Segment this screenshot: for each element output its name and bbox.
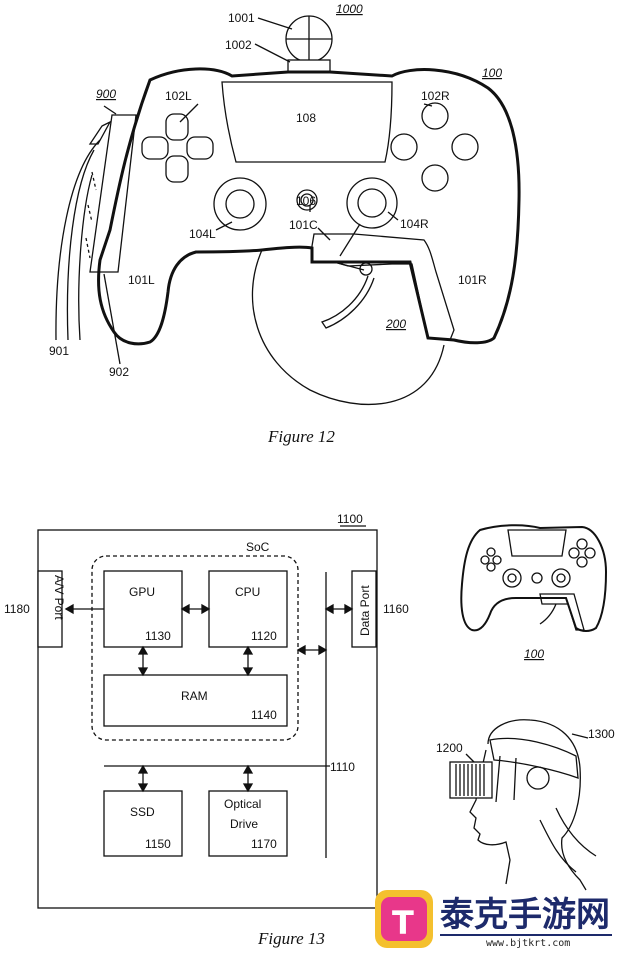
hmd-device-1200 xyxy=(449,761,493,799)
label-1002: 1002 xyxy=(225,38,252,52)
light-mount-1002 xyxy=(287,59,331,73)
av-port xyxy=(37,570,63,648)
connection-arrows xyxy=(64,603,354,793)
cpu-ref: 1120 xyxy=(251,629,277,643)
bus-ref: 1110 xyxy=(330,760,355,774)
label-108: 108 xyxy=(296,111,316,125)
label-101C: 101C xyxy=(289,218,318,232)
label-902: 902 xyxy=(109,365,129,379)
user-ref: 1300 xyxy=(588,727,615,741)
figure-13-caption: Figure 13 xyxy=(257,929,325,948)
center-button-106 xyxy=(296,189,318,211)
right-stick-104R xyxy=(346,177,398,229)
data-port-label: Data Port xyxy=(358,585,372,636)
optical-label-line1: Optical xyxy=(224,797,261,811)
controller-body-outline xyxy=(97,67,521,346)
figure-13-block-diagram: 1100 SoC A/V Port 1180 Data Port 1160 GP… xyxy=(4,512,409,909)
optical-drive-block xyxy=(208,790,288,857)
label-200: 200 xyxy=(385,317,406,331)
user-with-hmd-1300: 1200 1300 xyxy=(436,719,615,891)
data-port-ref: 1160 xyxy=(383,602,409,616)
touchpad-108 xyxy=(221,81,393,163)
label-101R: 101R xyxy=(458,273,487,287)
watermark-url: www.bjtkrt.com xyxy=(486,938,570,949)
label-1001: 1001 xyxy=(228,11,255,25)
label-102R: 102R xyxy=(421,89,450,103)
watermark-text: 泰克手游网 xyxy=(440,895,610,935)
ssd-ref: 1150 xyxy=(145,837,171,851)
label-1000: 1000 xyxy=(336,2,363,16)
face-buttons-102R xyxy=(390,102,479,192)
data-port xyxy=(351,570,377,648)
label-901: 901 xyxy=(49,344,69,358)
optical-ref: 1170 xyxy=(251,837,277,851)
ssd-label: SSD xyxy=(130,805,155,819)
cpu-label: CPU xyxy=(235,585,260,599)
label-101L: 101L xyxy=(128,273,155,287)
system-ref: 1100 xyxy=(337,512,363,526)
optical-label-line2: Drive xyxy=(230,817,258,831)
site-watermark: T 泰克手游网 www.bjtkrt.com xyxy=(375,890,612,949)
figure-12: 1001 1002 1000 100 900 102L 102R 108 106… xyxy=(49,2,521,446)
dpad-102L xyxy=(141,113,214,183)
cpu-block xyxy=(208,570,288,648)
small-controller-ref: 100 xyxy=(524,647,544,661)
small-controller-100: 100 xyxy=(460,524,608,661)
ram-block xyxy=(103,674,288,727)
side-accessory-900 xyxy=(55,105,137,365)
av-port-ref: 1180 xyxy=(4,602,30,616)
soc-label: SoC xyxy=(246,540,270,554)
label-100: 100 xyxy=(482,66,502,80)
label-104L: 104L xyxy=(189,227,216,241)
label-102L: 102L xyxy=(165,89,192,103)
label-106: 106 xyxy=(296,194,316,208)
ram-label: RAM xyxy=(181,689,208,703)
hmd-ref: 1200 xyxy=(436,741,463,755)
gpu-label: GPU xyxy=(129,585,155,599)
figure-12-caption: Figure 12 xyxy=(267,427,335,446)
label-900: 900 xyxy=(96,87,116,101)
av-port-label: A/V Port xyxy=(52,575,66,620)
label-104R: 104R xyxy=(400,217,429,231)
gpu-ref: 1130 xyxy=(145,629,171,643)
peripheral-200 xyxy=(251,223,455,406)
left-stick-104L xyxy=(213,177,267,231)
ram-ref: 1140 xyxy=(251,708,277,722)
watermark-logo-letter: T xyxy=(392,904,414,942)
